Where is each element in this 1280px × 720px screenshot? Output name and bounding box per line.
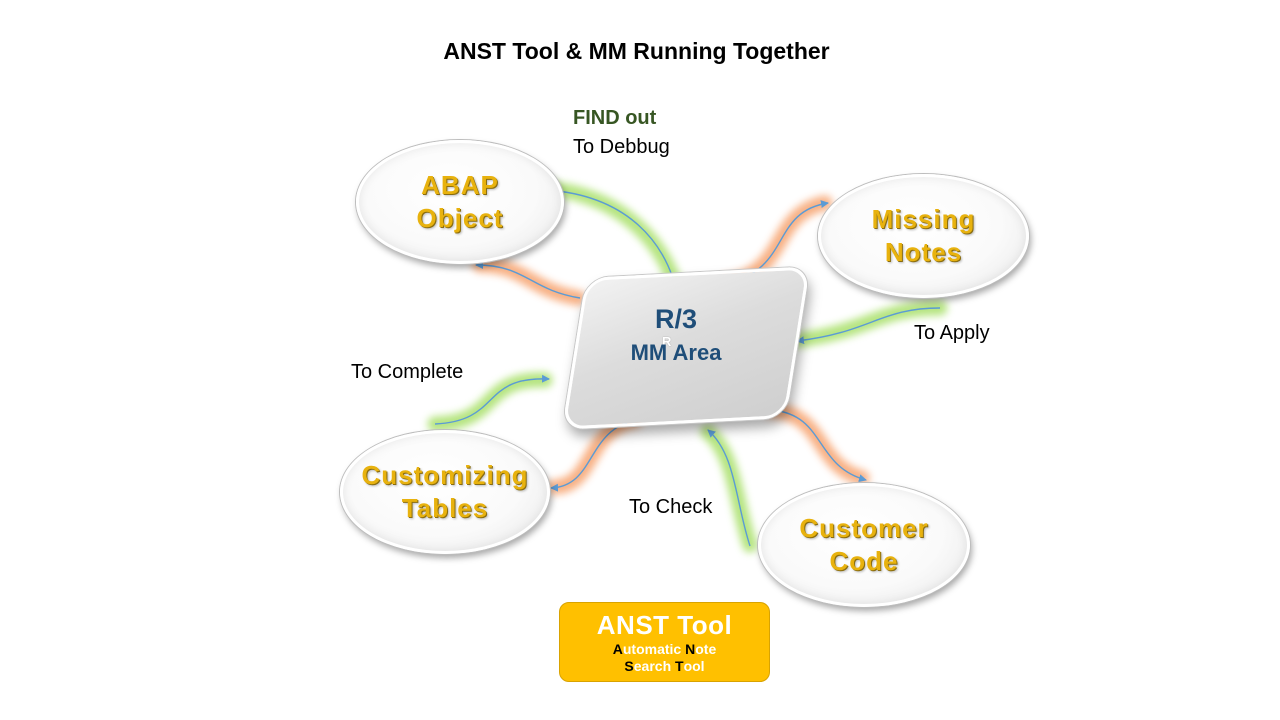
anst-subtitle-line2: Search Tool: [624, 658, 705, 674]
customer-code-line2: Code: [829, 546, 899, 576]
customer-code-line1: Customer: [799, 513, 929, 543]
center-r-mark: R: [662, 334, 672, 349]
missing-notes-line2: Notes: [884, 237, 963, 267]
arrow-customizing-to-center: [434, 374, 550, 425]
arrow-customer-to-center: [707, 429, 751, 547]
slide-title: ANST Tool & MM Running Together: [443, 38, 830, 64]
label-to-apply: To Apply: [914, 322, 990, 344]
missing-notes-node: Missing Notes: [818, 174, 1029, 298]
label-find-out: FIND out: [573, 107, 657, 129]
anst-tool-title: ANST Tool: [596, 610, 733, 640]
center-mm-area-label: MM Area: [630, 340, 722, 365]
arrow-center-to-customer: [771, 409, 867, 483]
abap-line1: ABAP: [421, 170, 499, 200]
customizing-line2: Tables: [401, 493, 489, 523]
abap-object-node: ABAP Object: [356, 140, 564, 264]
customizing-line1: Customizing: [361, 460, 529, 490]
anst-subtitle-line1: Automatic Note: [612, 641, 717, 657]
customizing-tables-node: Customizing Tables: [340, 430, 550, 554]
customer-code-node: Customer Code: [758, 483, 970, 607]
label-to-check: To Check: [629, 496, 713, 518]
arrow-center-to-abap: [475, 261, 581, 299]
center-r3-label: R/3: [654, 304, 698, 334]
abap-line2: Object: [416, 203, 504, 233]
arrow-missing-to-center: [796, 307, 941, 345]
label-to-debug: To Debbug: [573, 136, 670, 158]
missing-notes-line1: Missing: [871, 204, 976, 234]
label-to-complete: To Complete: [351, 361, 464, 383]
anst-tool-box: ANST Tool Automatic Note Search Tool: [559, 602, 770, 682]
